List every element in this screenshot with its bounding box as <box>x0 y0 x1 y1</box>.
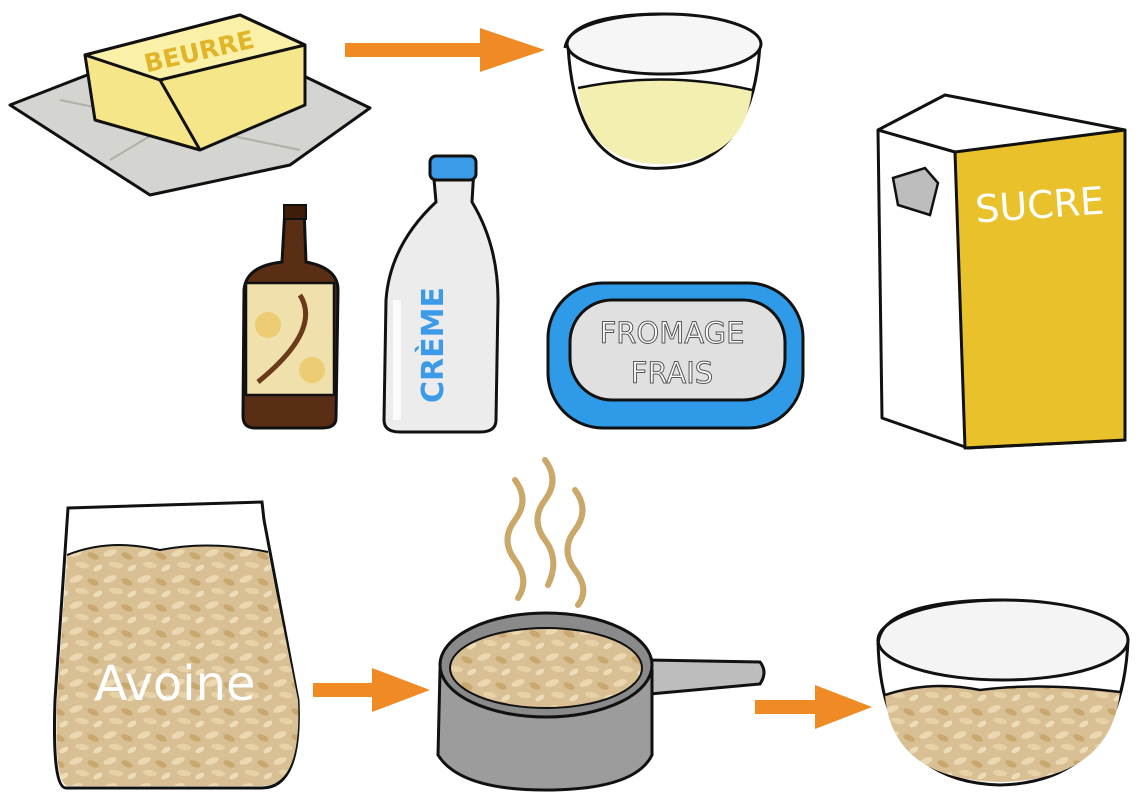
cream-bottle: CRÈME <box>384 156 498 432</box>
sugar-box: SUCRE <box>878 95 1125 448</box>
butter-block: BEURRE <box>10 15 370 195</box>
vanilla-bottle <box>243 205 338 428</box>
cooking-pot <box>438 460 764 790</box>
sugar-label: SUCRE <box>974 179 1106 232</box>
steam-icon <box>508 480 524 598</box>
fromage-frais-tub: FROMAGE FRAIS <box>548 283 803 428</box>
oats-label: Avoine <box>94 656 255 712</box>
cheese-label-line1: FROMAGE <box>600 316 745 350</box>
arrow-icon <box>313 668 430 712</box>
arrow-icon <box>345 28 545 72</box>
melted-butter-bowl <box>565 14 761 168</box>
oats-jar: Avoine <box>54 502 298 788</box>
arrow-icon <box>755 685 872 729</box>
cream-label: CRÈME <box>415 287 451 403</box>
cheese-label-line2: FRAIS <box>631 356 713 390</box>
oats-bowl <box>878 600 1128 785</box>
